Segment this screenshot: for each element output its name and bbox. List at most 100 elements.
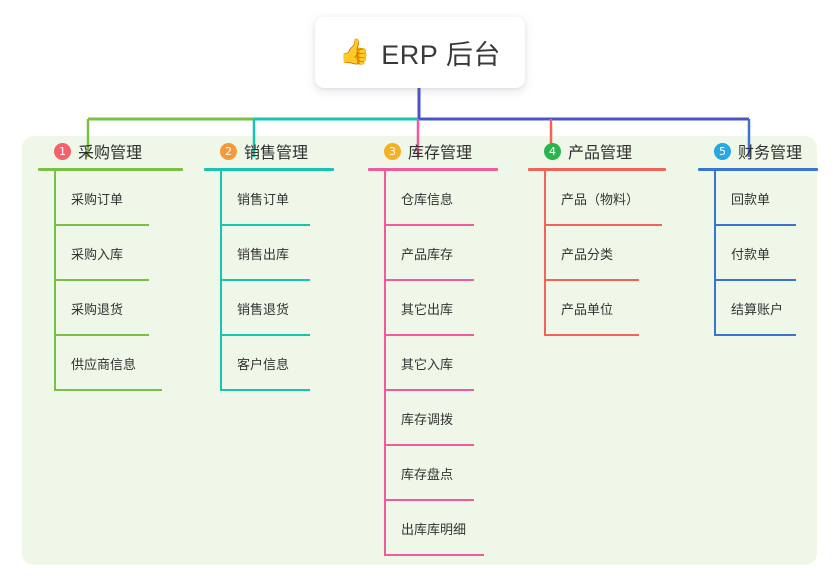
branches-panel (22, 136, 817, 565)
list-item[interactable]: 其它出库 (368, 281, 498, 336)
list-item-rule (220, 389, 310, 391)
list-item-rule (220, 224, 310, 226)
list-item[interactable]: 其它入库 (368, 336, 498, 391)
list-item[interactable]: 采购入库 (38, 226, 183, 281)
branch-underline-4 (528, 168, 666, 171)
branch-column-5: 5 财务管理回款单付款单结算账户 (698, 136, 818, 336)
list-item-rule (54, 279, 149, 281)
list-item-label: 采购订单 (71, 192, 124, 207)
branch-column-3: 3 库存管理仓库信息产品库存其它出库其它入库库存调拨库存盘点出库库明细 (368, 136, 498, 556)
list-item-label: 产品单位 (561, 302, 614, 317)
list-item-label: 产品（物料） (561, 192, 640, 207)
branch-spine-3 (384, 171, 386, 556)
thumbs-up-icon: 👍 (339, 38, 371, 66)
list-item-rule (54, 224, 149, 226)
branch-items-5: 回款单付款单结算账户 (698, 171, 818, 336)
list-item-rule (220, 334, 310, 336)
branch-items-2: 销售订单销售出库销售退货客户信息 (204, 171, 334, 391)
branch-spine-1 (54, 171, 56, 391)
branch-spine-5 (714, 171, 716, 336)
list-item-label: 销售退货 (237, 302, 290, 317)
branch-title-5: 财务管理 (738, 145, 803, 162)
branch-header-2[interactable]: 2 销售管理 (204, 136, 334, 166)
branch-title-1: 采购管理 (78, 145, 143, 162)
list-item-rule (544, 279, 639, 281)
branch-badge-1: 1 (54, 142, 71, 160)
list-item-label: 客户信息 (237, 357, 290, 372)
list-item[interactable]: 产品分类 (528, 226, 666, 281)
list-item-label: 仓库信息 (401, 192, 454, 207)
list-item-label: 产品库存 (401, 247, 454, 262)
branch-underline-5 (698, 168, 818, 171)
list-item[interactable]: 销售订单 (204, 171, 334, 226)
list-item-label: 出库库明细 (401, 522, 467, 537)
branch-header-4[interactable]: 4 产品管理 (528, 136, 666, 166)
list-item[interactable]: 产品单位 (528, 281, 666, 336)
list-item-label: 回款单 (731, 192, 771, 207)
list-item-rule (544, 224, 662, 226)
branch-items-3: 仓库信息产品库存其它出库其它入库库存调拨库存盘点出库库明细 (368, 171, 498, 556)
list-item[interactable]: 销售出库 (204, 226, 334, 281)
branch-header-5[interactable]: 5 财务管理 (698, 136, 818, 166)
list-item[interactable]: 库存盘点 (368, 446, 498, 501)
branch-header-3[interactable]: 3 库存管理 (368, 136, 498, 166)
branch-header-1[interactable]: 1 采购管理 (38, 136, 183, 166)
list-item-rule (384, 444, 474, 446)
list-item-rule (384, 224, 474, 226)
list-item-rule (384, 279, 474, 281)
list-item-label: 其它入库 (401, 357, 454, 372)
list-item[interactable]: 销售退货 (204, 281, 334, 336)
list-item-rule (384, 389, 474, 391)
branch-spine-2 (220, 171, 222, 391)
list-item-rule (54, 334, 149, 336)
list-item[interactable]: 付款单 (698, 226, 818, 281)
list-item-rule (384, 554, 484, 556)
branch-columns: 1 采购管理采购订单采购入库采购退货供应商信息 2 销售管理销售订单销售出库销售退货客… (22, 136, 818, 565)
list-item-label: 供应商信息 (71, 357, 137, 372)
branch-badge-4: 4 (544, 142, 561, 160)
list-item[interactable]: 客户信息 (204, 336, 334, 391)
list-item[interactable]: 供应商信息 (38, 336, 183, 391)
list-item-rule (54, 389, 162, 391)
list-item-label: 结算账户 (731, 302, 784, 317)
branch-badge-3: 3 (384, 142, 401, 160)
list-item[interactable]: 出库库明细 (368, 501, 498, 556)
branch-items-4: 产品（物料） 产品分类产品单位 (528, 171, 666, 336)
list-item-rule (544, 334, 639, 336)
branch-underline-1 (38, 168, 183, 171)
list-item-rule (714, 279, 796, 281)
branch-underline-3 (368, 168, 498, 171)
list-item-rule (714, 224, 796, 226)
branch-underline-2 (204, 168, 334, 171)
root-node[interactable]: 👍 ERP 后台 (315, 17, 525, 88)
branch-items-1: 采购订单采购入库采购退货供应商信息 (38, 171, 183, 391)
list-item[interactable]: 结算账户 (698, 281, 818, 336)
list-item-label: 采购退货 (71, 302, 124, 317)
list-item[interactable]: 采购订单 (38, 171, 183, 226)
branch-title-3: 库存管理 (408, 145, 473, 162)
list-item-rule (220, 279, 310, 281)
list-item-label: 销售订单 (237, 192, 290, 207)
list-item-label: 库存盘点 (401, 467, 454, 482)
list-item-label: 采购入库 (71, 247, 124, 262)
list-item[interactable]: 仓库信息 (368, 171, 498, 226)
list-item-rule (384, 499, 474, 501)
list-item-label: 销售出库 (237, 247, 290, 262)
list-item-label: 产品分类 (561, 247, 614, 262)
list-item-label: 其它出库 (401, 302, 454, 317)
list-item[interactable]: 回款单 (698, 171, 818, 226)
branch-badge-2: 2 (220, 142, 237, 160)
list-item-label: 库存调拨 (401, 412, 454, 427)
list-item[interactable]: 产品（物料） (528, 171, 666, 226)
branch-badge-5: 5 (714, 142, 731, 160)
list-item-rule (714, 334, 796, 336)
branch-title-2: 销售管理 (244, 145, 309, 162)
list-item[interactable]: 库存调拨 (368, 391, 498, 446)
root-title: ERP 后台 (381, 40, 501, 70)
list-item-label: 付款单 (731, 247, 771, 262)
branch-title-4: 产品管理 (568, 145, 633, 162)
list-item[interactable]: 产品库存 (368, 226, 498, 281)
list-item-rule (384, 334, 474, 336)
list-item[interactable]: 采购退货 (38, 281, 183, 336)
